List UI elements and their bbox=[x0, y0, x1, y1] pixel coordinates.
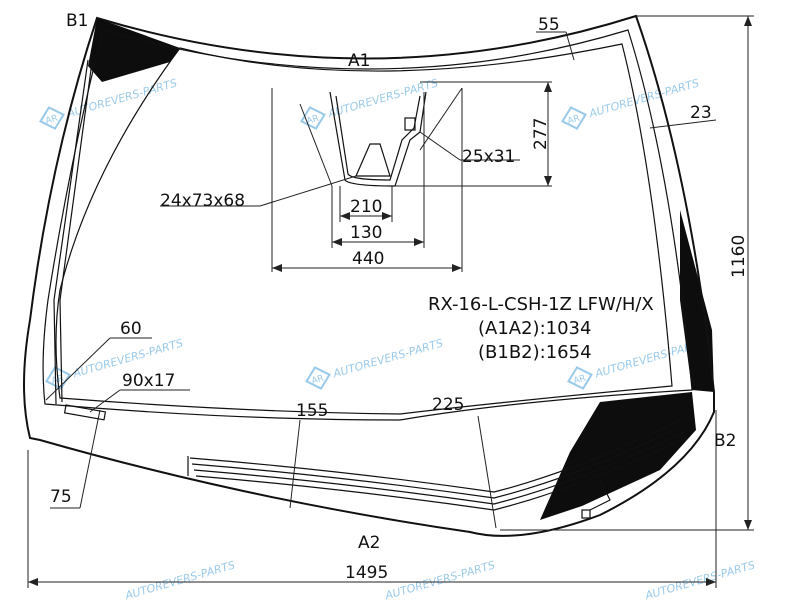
svg-text:AR: AR bbox=[305, 114, 320, 127]
sensor-trapezoid bbox=[355, 143, 391, 177]
info-a1a2: (A1A2):1034 bbox=[478, 318, 591, 339]
sensor-area-inner bbox=[335, 95, 421, 181]
windshield-inner-edge bbox=[42, 29, 693, 421]
svg-text:AUTOREVERS-PARTS: AUTOREVERS-PARTS bbox=[383, 559, 497, 600]
dim-277: 277 bbox=[531, 118, 551, 150]
dim-25x31: 25x31 bbox=[462, 147, 515, 167]
dim-130: 130 bbox=[350, 223, 382, 243]
svg-text:AUTOREVERS-PARTS: AUTOREVERS-PARTS bbox=[331, 337, 445, 381]
sensor-area-outline bbox=[329, 91, 427, 187]
dim-440: 440 bbox=[352, 249, 384, 269]
svg-text:AUTOREVERS-PARTS: AUTOREVERS-PARTS bbox=[65, 77, 179, 121]
dimension-arrows bbox=[28, 16, 752, 586]
wiper-heating-elements bbox=[187, 419, 687, 519]
label-a1: A1 bbox=[348, 51, 370, 71]
watermark-logo: AUTOREVERS-PARTS bbox=[643, 559, 757, 600]
dim-155: 155 bbox=[296, 401, 328, 421]
svg-text:AR: AR bbox=[44, 114, 59, 127]
svg-text:AR: AR bbox=[310, 374, 325, 387]
dim-24x73x68: 24x73x68 bbox=[160, 191, 245, 211]
watermark-logo: AUTOREVERS-PARTS bbox=[383, 559, 497, 600]
sensor-rect-90x17 bbox=[63, 404, 107, 421]
label-b1: B1 bbox=[66, 11, 88, 31]
watermark-logo: AUTOREVERS-PARTS bbox=[123, 559, 237, 600]
dim-225: 225 bbox=[432, 395, 464, 415]
svg-text:AUTOREVERS-PARTS: AUTOREVERS-PARTS bbox=[123, 559, 237, 600]
dim-75: 75 bbox=[50, 487, 72, 507]
ceramic-corner-bottom-right bbox=[540, 392, 696, 520]
windshield-outer-edge bbox=[23, 14, 715, 537]
dim-1495: 1495 bbox=[345, 563, 388, 583]
antenna-line-2 bbox=[53, 59, 89, 405]
dim-60: 60 bbox=[120, 319, 142, 339]
label-b2: B2 bbox=[714, 431, 736, 451]
ceramic-right-strip bbox=[680, 210, 714, 392]
dimension-lines bbox=[27, 15, 754, 588]
label-a2: A2 bbox=[358, 533, 380, 553]
ceramic-corner-top-left bbox=[88, 18, 180, 82]
rain-sensor-box bbox=[404, 117, 416, 131]
svg-text:AR: AR bbox=[572, 374, 587, 387]
info-model: RX-16-L-CSH-1Z LFW/H/X bbox=[428, 294, 654, 315]
visible-area-line bbox=[55, 43, 673, 415]
svg-text:AR: AR bbox=[566, 114, 581, 127]
watermark-logo: AR AUTOREVERS-PARTS bbox=[39, 77, 179, 130]
dim-23: 23 bbox=[690, 103, 712, 123]
dim-90x17: 90x17 bbox=[122, 371, 175, 391]
svg-text:AUTOREVERS-PARTS: AUTOREVERS-PARTS bbox=[643, 559, 757, 600]
info-b1b2: (B1B2):1654 bbox=[478, 342, 592, 363]
dim-55: 55 bbox=[538, 15, 560, 35]
dim-210: 210 bbox=[350, 197, 382, 217]
watermark-logo: AR AUTOREVERS-PARTS bbox=[305, 337, 445, 390]
antenna-line bbox=[59, 61, 93, 403]
dim-1160: 1160 bbox=[729, 235, 749, 278]
